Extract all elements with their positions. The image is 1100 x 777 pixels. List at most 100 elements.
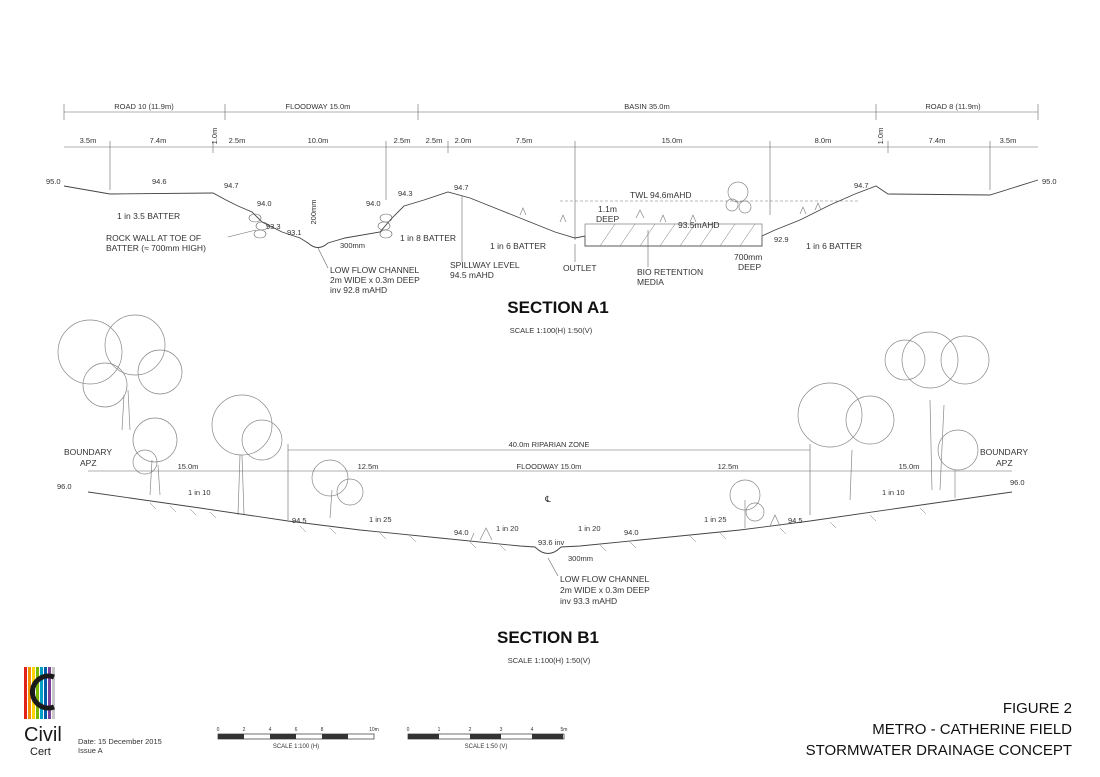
b1-dim-15m-right: 15.0m: [899, 462, 920, 471]
b1-dim-12-5m-left: 12.5m: [358, 462, 379, 471]
label-1-1m: 1.1m: [598, 204, 617, 214]
b1-level-inv: 93.6 inv: [538, 538, 565, 547]
label-twl: TWL 94.6mAHD: [630, 190, 692, 200]
scale1-label: SCALE 1:100 (H): [273, 744, 319, 750]
level-94-3: 94.3: [398, 189, 413, 198]
section-a1: ROAD 10 (11.9m) FLOODWAY 15.0m BASIN 35.…: [46, 102, 1057, 335]
tree-right-floodway: [729, 479, 765, 528]
footer-date: Date: 15 December 2015: [78, 737, 162, 746]
scale2-tick-3: 3: [500, 727, 503, 733]
label-low-flow-line-1: LOW FLOW CHANNEL: [330, 265, 420, 275]
bio-retention-basin: [584, 223, 763, 247]
label-riparian-zone: 40.0m RIPARIAN ZONE: [509, 440, 590, 449]
level-94-0-a: 94.0: [257, 199, 272, 208]
level-93-1: 93.1: [287, 228, 302, 237]
level-93-3: 93.3: [266, 222, 281, 231]
section-a1-scale: SCALE 1:100(H) 1:50(V): [510, 326, 593, 335]
label-batter-1-in-3-5: 1 in 3.5 BATTER: [117, 211, 180, 221]
level-94-7-c: 94.7: [854, 181, 869, 190]
scale1-tick-2: 2: [243, 727, 246, 733]
span-basin: BASIN 35.0m: [624, 102, 669, 111]
basin-shrub: [519, 181, 822, 223]
b1-grade-1-in-10-left: 1 in 10: [188, 488, 211, 497]
label-700mm-deep: DEEP: [738, 262, 761, 272]
span-floodway: FLOODWAY 15.0m: [286, 102, 351, 111]
dim-1-0m-left: 1.0m: [210, 128, 219, 145]
b1-grade-1-in-20-right: 1 in 20: [578, 524, 601, 533]
label-outlet: OUTLET: [563, 263, 597, 273]
b1-dim-15m-left: 15.0m: [178, 462, 199, 471]
label-93-5mahd: 93.5mAHD: [678, 220, 720, 230]
scale1-tick-4: 4: [269, 727, 272, 733]
label-700mm: 700mm: [734, 252, 762, 262]
scale2-tick-4: 4: [531, 727, 534, 733]
scale1-tick-6: 6: [295, 727, 298, 733]
b1-dim-12-5m-right: 12.5m: [718, 462, 739, 471]
b1-level-94-5-right: 94.5: [788, 516, 803, 525]
b1-low-flow-line-3: inv 93.3 mAHD: [560, 596, 617, 606]
level-94-7-b: 94.7: [454, 183, 469, 192]
section-b1-scale: SCALE 1:100(H) 1:50(V): [508, 656, 591, 665]
section-b1-ground-profile: [87, 491, 1013, 554]
dim-2-0m: 2.0m: [455, 136, 472, 145]
section-a1-title: SECTION A1: [507, 298, 608, 317]
b1-low-flow-line-2: 2m WIDE x 0.3m DEEP: [560, 585, 650, 595]
b1-grade-1-in-25-right: 1 in 25: [704, 515, 727, 524]
label-spillway-line-2: 94.5 mAHD: [450, 270, 494, 280]
label-boundary-right: BOUNDARY: [980, 447, 1028, 457]
tree-right-mid: [797, 382, 895, 501]
dim-2-5m-b: 2.5m: [394, 136, 411, 145]
dim-2-5m-a: 2.5m: [229, 136, 246, 145]
dim-1-0m-right: 1.0m: [876, 128, 885, 145]
b1-level-96-left: 96.0: [57, 482, 72, 491]
b1-level-94-0-left: 94.0: [454, 528, 469, 537]
label-low-flow-line-3: inv 92.8 mAHD: [330, 285, 387, 295]
scale2-tick-2: 2: [469, 727, 472, 733]
leader-rock-wall: [227, 229, 257, 238]
label-apz-left: APZ: [80, 458, 97, 468]
tree-left-tall: [211, 394, 283, 516]
figure-number: FIGURE 2: [1003, 700, 1072, 717]
b1-grade-1-in-10-right: 1 in 10: [882, 488, 905, 497]
b1-level-96-right: 96.0: [1010, 478, 1025, 487]
sub-dimension-line: [64, 141, 1038, 240]
tree-right-small: [937, 429, 979, 498]
leader-low-flow: [317, 247, 329, 269]
level-94-0-b: 94.0: [366, 199, 381, 208]
dim-10m: 10.0m: [308, 136, 329, 145]
label-batter-1-in-6-a: 1 in 6 BATTER: [490, 241, 546, 251]
scale1-tick-10: 10m: [369, 727, 379, 733]
section-b1-title: SECTION B1: [497, 628, 599, 647]
b1-level-94-5-left: 94.5: [292, 516, 307, 525]
b1-dim-floodway: FLOODWAY 15.0m: [517, 462, 582, 471]
figure-subject: STORMWATER DRAINAGE CONCEPT: [806, 742, 1072, 759]
b1-grade-1-in-20-left: 1 in 20: [496, 524, 519, 533]
label-300mm: 300mm: [340, 241, 365, 250]
level-95-left: 95.0: [46, 177, 61, 186]
span-road-10: ROAD 10 (11.9m): [114, 102, 174, 111]
dim-8m: 8.0m: [815, 136, 832, 145]
level-94-6: 94.6: [152, 177, 167, 186]
figure-project: METRO - CATHERINE FIELD: [872, 721, 1072, 738]
scale2-tick-0: 0: [407, 727, 410, 733]
b1-ground-hatch: [149, 502, 927, 552]
dim-15m: 15.0m: [662, 136, 683, 145]
top-dimension-line: [63, 104, 1039, 120]
b1-level-94-0-right: 94.0: [624, 528, 639, 537]
logo-text-civil: Civil: [24, 724, 62, 746]
label-200mm: 200mm: [309, 199, 318, 224]
dim-7-4m-right: 7.4m: [929, 136, 946, 145]
dim-2-5m-c: 2.5m: [426, 136, 443, 145]
rock-wall-left: [248, 213, 393, 239]
label-spillway-line-1: SPILLWAY LEVEL: [450, 260, 520, 270]
b1-grade-1-in-25-left: 1 in 25: [369, 515, 392, 524]
section-b1: 40.0m RIPARIAN ZONE 15.0m 12.5m FLOODWAY…: [57, 314, 1028, 665]
footer-issue: Issue A: [78, 746, 103, 755]
dim-3-5m-left: 3.5m: [80, 136, 97, 145]
label-1-1m-deep: DEEP: [596, 214, 619, 224]
label-batter-1-in-8: 1 in 8 BATTER: [400, 233, 456, 243]
tree-left-floodway: [311, 459, 364, 519]
label-rock-wall-line-2: BATTER (≈ 700mm HIGH): [106, 243, 206, 253]
level-95-right: 95.0: [1042, 177, 1057, 186]
